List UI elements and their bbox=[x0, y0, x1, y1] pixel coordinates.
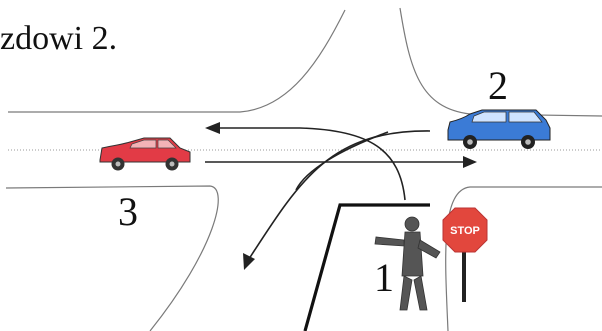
vehicle-label-3: 3 bbox=[118, 189, 138, 234]
caption-text: zdowi 2. bbox=[0, 20, 118, 57]
stop-line bbox=[303, 203, 430, 331]
arrow-head-right bbox=[463, 156, 477, 168]
arrow-head-left-1 bbox=[205, 122, 220, 134]
vehicle-label-2: 2 bbox=[488, 63, 508, 108]
traffic-officer bbox=[374, 216, 441, 311]
red-car bbox=[99, 137, 191, 171]
blue-car bbox=[447, 109, 551, 149]
arrow-head-down-left bbox=[243, 253, 255, 270]
road-edges bbox=[5, 7, 602, 331]
stop-sign: STOP bbox=[442, 207, 488, 302]
movement-arrows bbox=[205, 122, 477, 270]
vehicle-label-1: 1 bbox=[374, 255, 394, 300]
arrow-path-1-left bbox=[212, 127, 406, 201]
arrow-path-2-merge bbox=[295, 131, 389, 191]
stop-sign-text: STOP bbox=[450, 225, 480, 237]
